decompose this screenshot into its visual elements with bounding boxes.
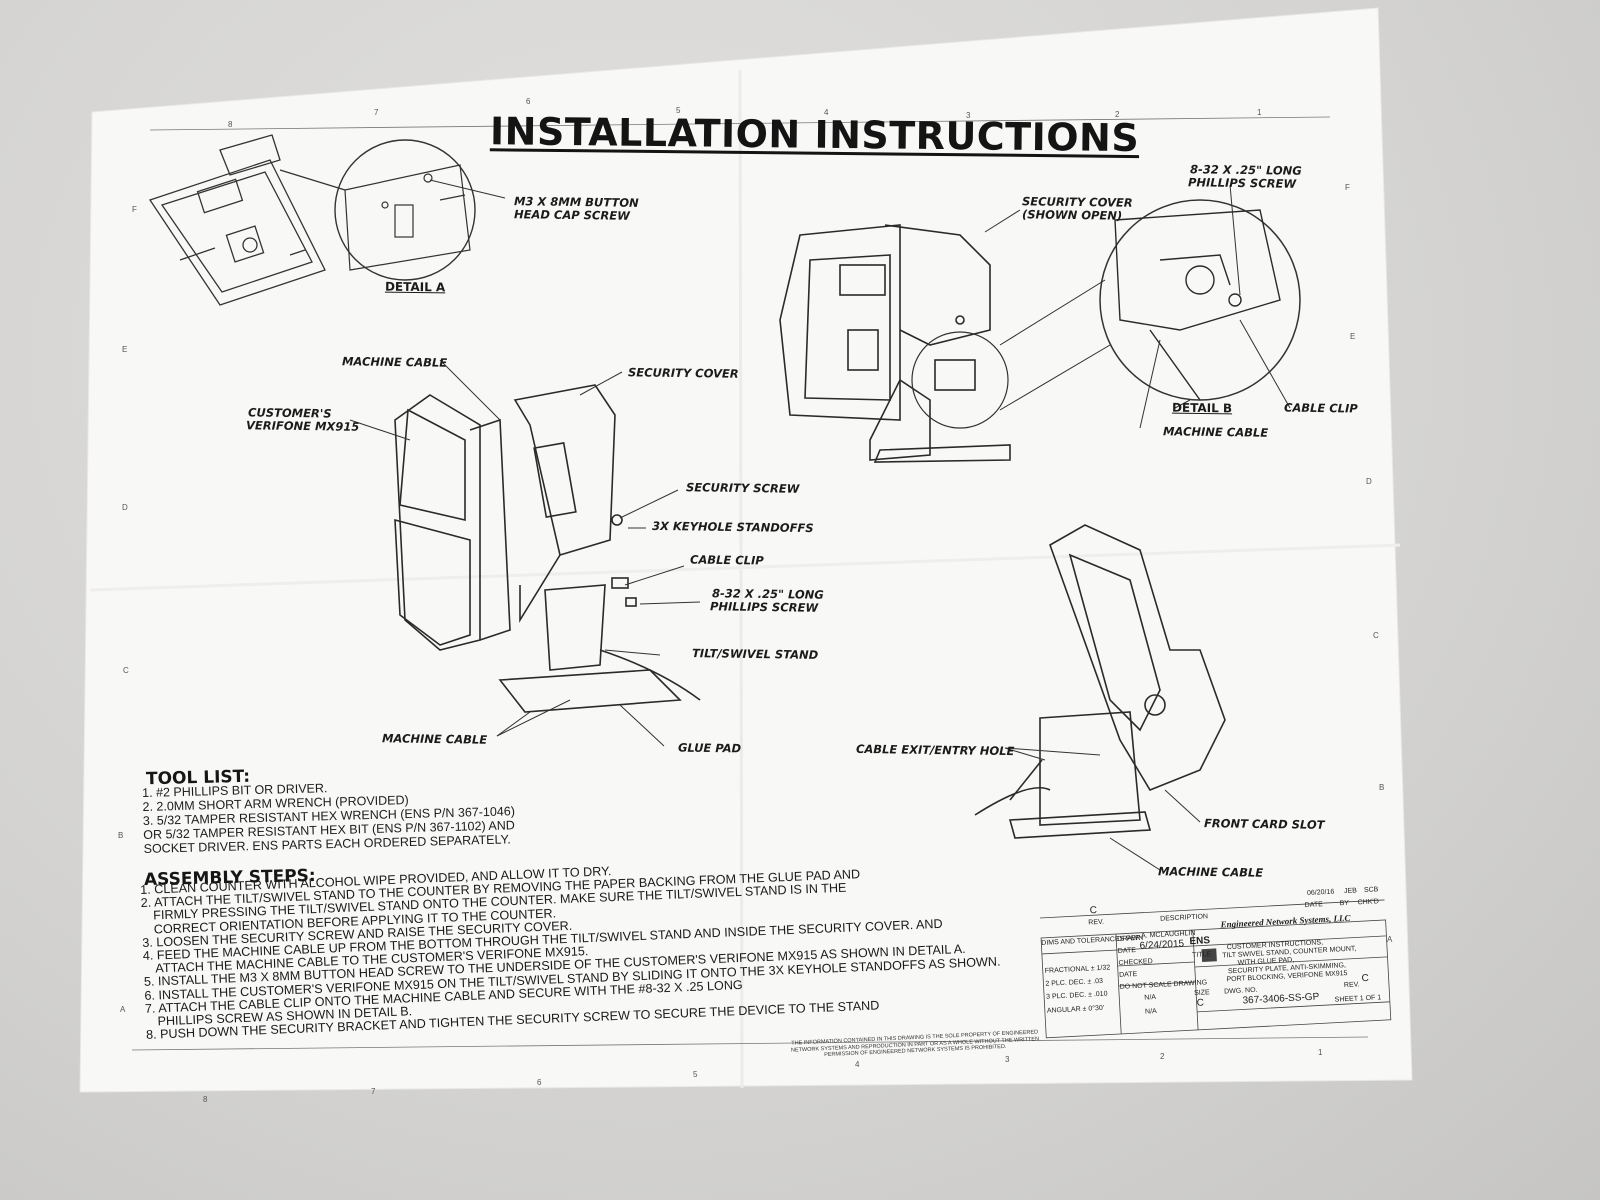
callout-shown-open: (SHOWN OPEN) [1021,207,1123,223]
side-view-sketch [974,524,1226,839]
callout-m3-screw-2: HEAD CAP SCREW [513,207,630,223]
callout-cable-clip: CABLE CLIP [689,552,764,568]
callout-machine-cable-right: MACHINE CABLE [1162,424,1269,440]
detail-b-label: DETAIL B [1171,400,1233,416]
device-detail-a-sketch [148,134,326,306]
callout-machine-cable-bottom-right: MACHINE CABLE [1157,864,1264,880]
page-title: INSTALLATION INSTRUCTIONS [489,109,1140,161]
callout-machine-cable-bottom: MACHINE CABLE [381,731,488,747]
callout-keyhole-standoffs: 3X KEYHOLE STANDOFFS [651,518,814,536]
callout-security-screw: SECURITY SCREW [685,480,800,496]
callout-front-card-slot: FRONT CARD SLOT [1203,816,1325,832]
title-block: C REV. DESCRIPTION 06/20/16 JEB SCB DATE… [1041,886,1382,1016]
callout-phillips-screw-right: PHILLIPS SCREW [1187,175,1297,191]
open-cover-assembly-sketch [779,224,1011,463]
callout-tilt-swivel: TILT/SWIVEL STAND [691,646,819,662]
tool-list: 1. #2 PHILLIPS BIT OR DRIVER. 2. 2.0MM S… [142,776,516,856]
callout-cable-exit: CABLE EXIT/ENTRY HOLE [855,741,1015,759]
callout-cable-clip-right: CABLE CLIP [1283,400,1358,416]
main-assembly-sketch [394,384,701,713]
callout-phillips-screw: PHILLIPS SCREW [709,599,819,615]
callout-glue-pad: GLUE PAD [677,740,742,756]
title-block-grid [1039,899,1392,1039]
detail-a-circle [334,139,476,281]
detail-a-label: DETAIL A [384,279,446,295]
callout-verifone: VERIFONE MX915 [245,418,360,434]
callout-machine-cable-top: MACHINE CABLE [341,354,448,370]
small-detail-circle [911,331,1009,429]
callout-security-cover: SECURITY COVER [627,365,739,381]
ens-logo: ENS [1189,935,1211,948]
